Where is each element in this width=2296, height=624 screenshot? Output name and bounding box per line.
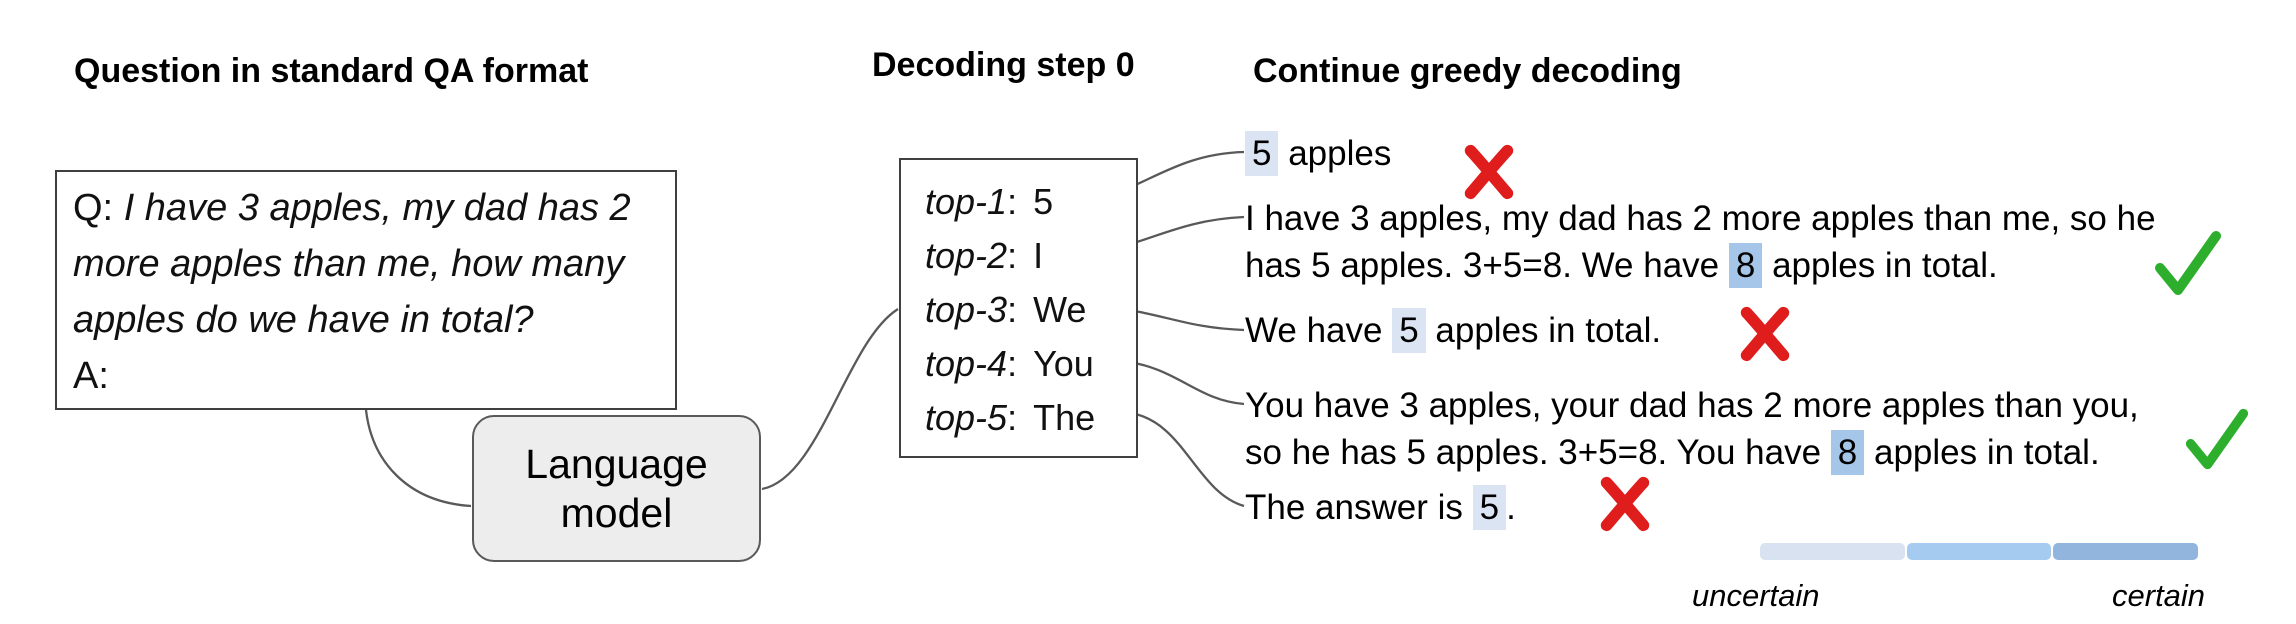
answer-token-highlight: 8 <box>1728 243 1763 288</box>
connector-model-to-decode <box>761 308 899 491</box>
response-text: so he has 5 apples. 3+5=8. You have <box>1245 433 1831 472</box>
qa-question-line-2: more apples than me, how many <box>73 243 625 285</box>
candidate-rank: top-5 <box>925 397 1008 438</box>
response-text: apples in total. <box>1425 311 1662 350</box>
legend-label-certain: certain <box>2112 578 2206 613</box>
response-top1: 5 apples <box>1245 130 1391 177</box>
connector-top4 <box>1122 359 1245 406</box>
candidate-row-top4: top-4: You <box>925 337 1136 391</box>
candidate-rank: top-2 <box>925 235 1008 276</box>
response-top3: We have 5 apples in total. <box>1245 307 1661 354</box>
candidate-token: We <box>1033 289 1087 330</box>
greedy-decoding-heading: Continue greedy decoding <box>1253 52 1682 90</box>
legend-label-uncertain: uncertain <box>1692 578 1820 613</box>
decoding-candidates-box: top-1:5 top-2:I top-3:We top-4:You top-5… <box>899 158 1138 458</box>
candidate-colon: : <box>1007 397 1018 438</box>
candidate-colon: : <box>1007 289 1018 330</box>
candidate-row-top5: top-5: The <box>925 391 1136 445</box>
qa-answer-prefix: A: <box>73 355 109 397</box>
candidate-row-top1: top-1:5 <box>925 175 1136 229</box>
response-top5: The answer is 5. <box>1245 484 1516 531</box>
cross-icon <box>1594 472 1656 534</box>
answer-token-highlight: 5 <box>1392 308 1426 353</box>
connector-qa-to-model <box>364 409 472 508</box>
response-text: We have <box>1245 311 1393 350</box>
qa-prompt-box: Q: I have 3 apples, my dad has 2 more ap… <box>55 170 677 410</box>
check-icon <box>2180 406 2254 472</box>
response-text: . <box>1506 488 1516 527</box>
qa-question-line-1: Q: I have 3 apples, my dad has 2 <box>73 180 659 236</box>
connector-top5 <box>1129 411 1245 508</box>
response-line-2: so he has 5 apples. 3+5=8. You have 8 ap… <box>1245 429 2139 476</box>
answer-token-highlight: 8 <box>1830 430 1865 475</box>
response-text: The answer is <box>1245 488 1473 527</box>
language-model-label: Language model <box>525 440 708 536</box>
check-icon <box>2150 228 2226 298</box>
candidate-token: I <box>1033 235 1044 276</box>
certainty-legend-segment-low <box>1760 543 1905 560</box>
qa-question-line-3: apples do we have in total? <box>73 299 534 341</box>
candidate-rank: top-4 <box>925 343 1008 384</box>
candidate-token: You <box>1033 343 1094 384</box>
answer-token-highlight: 5 <box>1472 485 1507 530</box>
candidate-token: The <box>1033 397 1096 438</box>
response-text: has 5 apples. 3+5=8. We have <box>1245 246 1729 285</box>
candidate-rank: top-1 <box>925 181 1008 222</box>
qa-section-heading: Question in standard QA format <box>74 52 589 90</box>
candidate-row-top2: top-2: I <box>925 229 1136 283</box>
candidate-colon: : <box>1007 181 1018 222</box>
certainty-legend-segment-mid <box>1907 543 2051 560</box>
response-top2: I have 3 apples, my dad has 2 more apple… <box>1245 195 2156 289</box>
certainty-legend-segment-high <box>2053 543 2198 560</box>
q-prefix: Q: <box>73 187 124 229</box>
answer-token-highlight: 5 <box>1245 131 1279 176</box>
response-line-1: You have 3 apples, your dad has 2 more a… <box>1245 386 2139 425</box>
response-line-1: I have 3 apples, my dad has 2 more apple… <box>1245 199 2156 238</box>
response-text: apples <box>1278 134 1392 173</box>
language-model-node: Language model <box>472 415 761 562</box>
decoding-step-heading: Decoding step 0 <box>872 46 1135 84</box>
response-text: apples in total. <box>1762 246 1998 285</box>
response-text: apples in total. <box>1864 433 2100 472</box>
response-top4: You have 3 apples, your dad has 2 more a… <box>1245 382 2139 476</box>
q-text-1: I have 3 apples, my dad has 2 <box>123 187 631 229</box>
response-line-2: has 5 apples. 3+5=8. We have 8 apples in… <box>1245 242 2156 289</box>
candidate-rank: top-3 <box>925 289 1008 330</box>
cross-icon <box>1734 302 1796 364</box>
candidate-colon: : <box>1007 235 1018 276</box>
candidate-token: 5 <box>1033 181 1054 222</box>
cross-icon <box>1458 140 1520 202</box>
candidate-row-top3: top-3: We <box>925 283 1136 337</box>
candidate-colon: : <box>1007 343 1018 384</box>
